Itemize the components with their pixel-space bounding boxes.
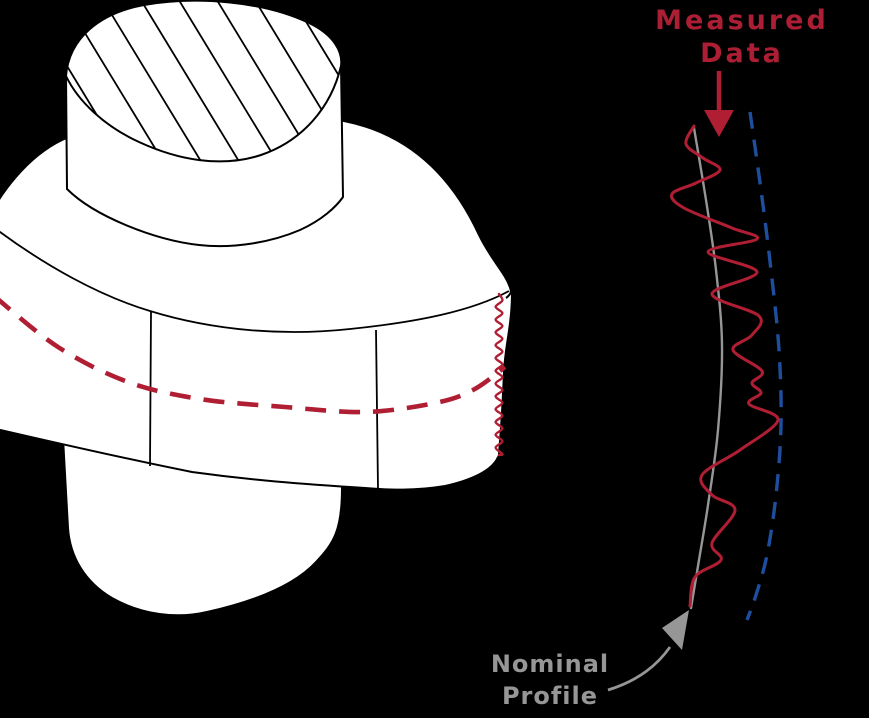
measured-profile-curve: [670, 124, 780, 608]
measured-data-label-line2: Data: [700, 38, 784, 69]
measured-data-label: Measured Data: [636, 4, 848, 70]
nominal-profile-label: Nominal Profile: [452, 648, 648, 712]
measured-data-label-line1: Measured: [655, 5, 829, 36]
nominal-profile-label-line1: Nominal: [490, 650, 610, 678]
scan-path-dashed-line: [0, 297, 507, 415]
nominal-profile-curve: [689, 126, 724, 610]
part-body-outline: [0, 107, 513, 491]
tolerance-boundary-curve: [745, 111, 783, 621]
part-waistline-edge: [0, 230, 510, 333]
nominal-profile-arrow: [607, 610, 689, 692]
nominal-profile-label-line2: Profile: [501, 682, 599, 710]
part-isometric-view: [0, 0, 513, 617]
nominal-profile-arrowhead-icon: [662, 610, 689, 650]
nominal-profile-arrow-shaft: [607, 646, 672, 692]
measured-data-arrow: [704, 71, 734, 137]
surface-waviness-edge: [494, 292, 504, 457]
profile-comparison-panel: [607, 71, 783, 692]
measured-data-arrowhead-icon: [704, 110, 734, 137]
section-face: [64, 0, 343, 163]
